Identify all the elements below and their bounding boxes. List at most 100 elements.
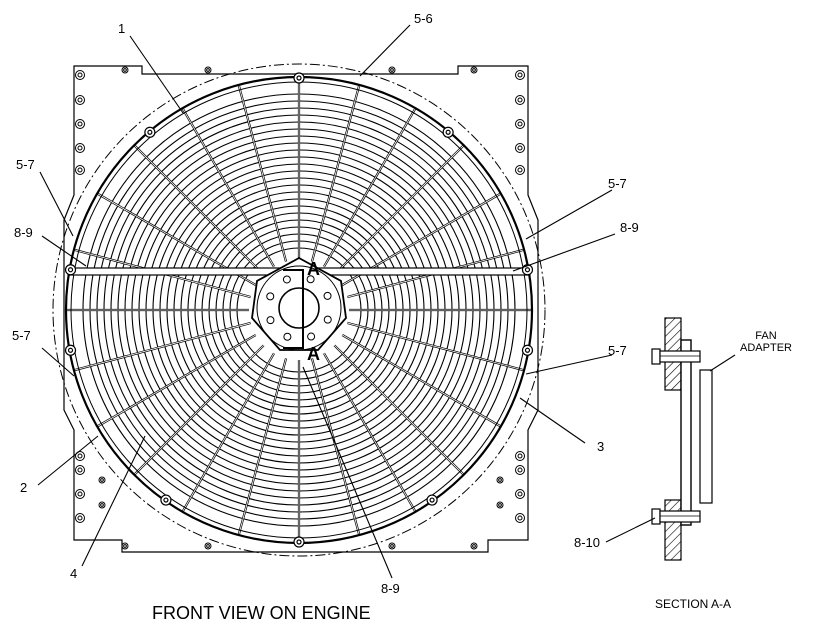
hub-bolt-hole	[307, 332, 316, 341]
section-mark-lower: A	[307, 344, 320, 364]
guard-spoke-highlight	[182, 353, 275, 512]
clamp-bolt	[442, 126, 454, 138]
guard-spoke-highlight	[323, 108, 416, 267]
callout-8-9-bottom: 8-9	[381, 581, 400, 596]
guard-spoke-highlight	[342, 334, 501, 427]
plate-hole	[470, 66, 478, 74]
guard-spoke-highlight	[311, 85, 360, 262]
callout-5-7-upper-left: 5-7	[16, 157, 35, 172]
clamp-bolt	[293, 536, 305, 548]
plate-hole-center	[77, 491, 83, 497]
clamp-bolt	[426, 494, 438, 506]
clamp-bolt-center	[296, 75, 302, 81]
hub-bolt-hole	[266, 316, 275, 325]
plate-hole	[75, 119, 85, 129]
plate-hole-center	[123, 68, 127, 72]
plate-hole-center	[77, 467, 83, 473]
fan-hub	[251, 256, 347, 351]
plate-hole	[515, 143, 525, 153]
callout-5-6: 5-6	[414, 11, 433, 26]
clamp-bolt-center	[524, 267, 531, 273]
plate-hole-center	[206, 544, 210, 548]
plate-hole	[121, 542, 129, 550]
clamp-bolt	[144, 126, 156, 138]
plate-hole	[75, 70, 85, 80]
clamp-bolt	[64, 264, 77, 276]
plate-hole-center	[472, 544, 476, 548]
plate-hole-center	[77, 453, 83, 459]
plate-hole	[515, 119, 525, 129]
clamp-bolt	[64, 344, 77, 356]
plate-hole-center	[390, 544, 394, 548]
plate-hole	[75, 489, 85, 499]
clamp-bolt-center	[445, 129, 451, 135]
plate-hole-center	[517, 167, 523, 173]
guard-spoke-highlight	[134, 345, 264, 475]
plate-hole-center	[517, 72, 523, 78]
plate-hole-center	[77, 72, 83, 78]
plate-hole-center	[77, 121, 83, 127]
clamp-bolt-center	[67, 347, 74, 353]
clamp-bolt-center	[147, 129, 153, 135]
plate-hole-center	[100, 503, 104, 507]
callout-5-7-lower-right: 5-7	[608, 343, 627, 358]
section-caption: SECTION A-A	[655, 597, 732, 611]
plate-hole	[515, 70, 525, 80]
clamp-bolt	[293, 72, 305, 84]
plate-hole	[75, 143, 85, 153]
plate-hole-center	[77, 145, 83, 151]
callout-3: 3	[597, 439, 605, 454]
hub-bolt-hole	[266, 292, 275, 301]
plate-hole-center	[517, 97, 523, 103]
plate-hole-center	[517, 467, 523, 473]
plate-hole-center	[77, 515, 83, 521]
guard-spoke-highlight	[97, 334, 256, 427]
plate-hole	[98, 476, 106, 484]
clamp-bolt	[521, 344, 534, 356]
plate-hole	[204, 542, 212, 550]
plate-holes	[75, 66, 525, 550]
plate-hole-center	[123, 544, 127, 548]
fan-sweep-circle	[52, 63, 546, 557]
plate-hole-center	[206, 68, 210, 72]
plate-hole-center	[517, 453, 523, 459]
plate-hole-center	[517, 515, 523, 521]
clamp-bolt-center	[429, 497, 435, 503]
plate-hole-center	[498, 503, 502, 507]
callout-8-9-right: 8-9	[620, 220, 639, 235]
plate-hole-center	[517, 145, 523, 151]
callout-2: 2	[20, 480, 28, 495]
guard-spoke-highlight	[334, 345, 464, 475]
fan-adapter-label: FAN ADAPTER	[733, 330, 799, 354]
hub-bolt-hole	[306, 275, 315, 284]
plate-hole	[204, 66, 212, 74]
plate-hole	[75, 451, 85, 461]
section-a-a-view	[651, 317, 713, 561]
callout-1: 1	[118, 21, 126, 36]
shroud-plate	[63, 65, 539, 553]
plate-hole	[121, 66, 129, 74]
guard-clamps	[64, 72, 534, 548]
plate-hole	[515, 489, 525, 499]
section-cut-line	[283, 269, 304, 349]
guard-spoke-highlight	[238, 85, 287, 262]
plate-hole	[75, 165, 85, 175]
plate-hole	[75, 513, 85, 523]
plate-hole-center	[472, 68, 476, 72]
fan-adapter-line2: ADAPTER	[740, 342, 792, 354]
clamp-bolt-center	[67, 267, 74, 273]
clamp-bolt	[160, 494, 172, 506]
hub-bolt-hole	[323, 315, 332, 324]
callout-5-7-lower-left: 5-7	[12, 328, 31, 343]
clamp-bolt-center	[296, 539, 302, 545]
plate-hole-center	[390, 68, 394, 72]
clamp-bolt-center	[163, 497, 169, 503]
plate-hole	[515, 465, 525, 475]
guard-spoke-highlight	[323, 353, 416, 512]
plate-hole	[515, 165, 525, 175]
callout-8-9-left: 8-9	[14, 225, 33, 240]
guard-spoke-highlight	[238, 358, 287, 535]
plate-hole	[515, 451, 525, 461]
plate-hole-center	[517, 121, 523, 127]
